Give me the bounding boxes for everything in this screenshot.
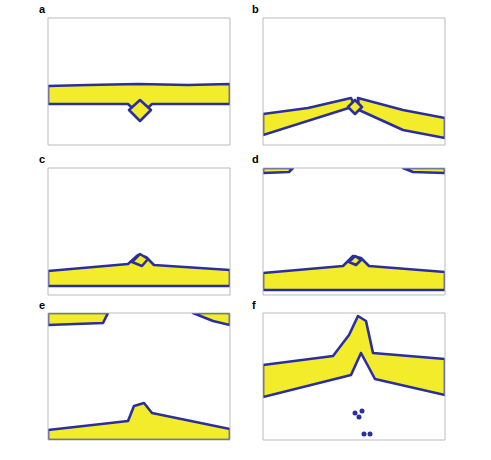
defect-diamond (348, 100, 362, 114)
panel-b (263, 18, 445, 145)
panel-c (48, 168, 230, 295)
panel-label: f (252, 300, 256, 311)
particle-dots (353, 409, 373, 437)
particle-band (263, 168, 293, 173)
particle-band (193, 313, 230, 325)
panel-f (263, 313, 445, 440)
particle-band (263, 316, 445, 397)
particle-band (263, 98, 355, 135)
frame (48, 18, 230, 145)
particle-band (403, 168, 445, 173)
frame (263, 313, 445, 440)
particle-band (48, 403, 230, 440)
frame (263, 168, 445, 295)
defect-diamond (132, 254, 148, 266)
particle-band (48, 255, 230, 286)
frame (263, 18, 445, 145)
panel-label: a (39, 4, 45, 15)
panel-label: c (39, 154, 45, 165)
defect-diamond (129, 100, 151, 121)
frame (48, 168, 230, 295)
particle-band (263, 256, 445, 290)
frame (48, 313, 230, 440)
panel-label: b (252, 4, 259, 15)
particle-band (48, 313, 108, 325)
panel-label: e (39, 300, 45, 311)
panel-e (48, 313, 230, 440)
particle-band (358, 98, 445, 138)
panel-a (48, 18, 230, 145)
panel-label: d (252, 154, 259, 165)
panel-d (263, 168, 445, 295)
defect-diamond (349, 256, 361, 265)
